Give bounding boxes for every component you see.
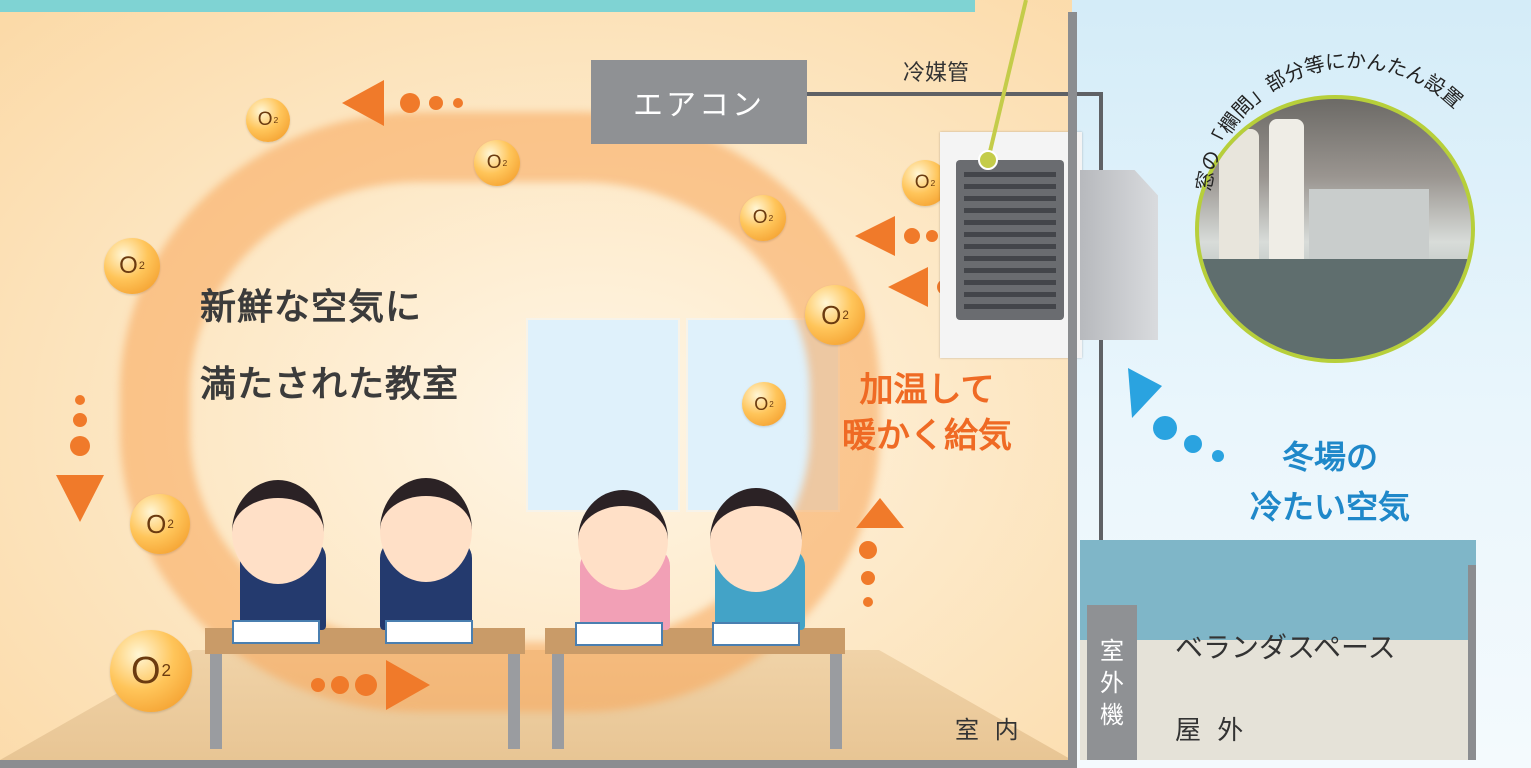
circulation-arrows [56,80,971,710]
room-heading-line1: 新鮮な空気に [200,287,423,328]
arrow-dot [863,597,873,607]
arrow-dot [331,676,349,694]
student-head [232,480,324,584]
cold-air-arrow [1128,368,1224,462]
warm-supply-label: 加温して 暖かく給気 [832,367,1022,459]
vent-outdoor-housing [1080,170,1158,340]
student-head [710,488,802,592]
vent-grille [956,160,1064,320]
notebook [712,622,800,646]
warm-supply-line1: 加温して [859,370,995,410]
notebook [575,622,663,646]
installation-photo [1195,95,1475,363]
arrow-down-left [56,475,104,522]
balcony-parapet [1080,540,1476,640]
arrow-dot [859,541,877,559]
outdoors-label: 屋 外 [1175,716,1248,746]
indoors-label: 室 内 [955,716,1023,744]
top-accent-bar [0,0,975,12]
svg-text:窓の「欄間」部分等にかんたん設置: 窓の「欄間」部分等にかんたん設置 [1192,48,1468,192]
cold-air-line1: 冬場の [1281,438,1378,476]
floor-line [0,760,1072,768]
cold-air-line2: 冷たい空気 [1249,488,1410,526]
arrow-right-bottom [386,660,430,710]
arrow-dot [429,96,443,110]
arrow-dot [453,98,463,108]
arrow-dot [75,395,85,405]
student-head [380,478,472,582]
arrow-dot [355,674,377,696]
arrow-left-top [342,80,384,126]
balcony-post [1468,565,1476,760]
arrow-dot [904,228,920,244]
arrow-dot [70,436,90,456]
install-note-text: 窓の「欄間」部分等にかんたん設置 [1192,48,1468,192]
veranda-label: ベランダスペース [1175,631,1396,664]
room-heading-line2: 満たされた教室 [200,364,460,405]
outdoor-unit: 室 外 機 [1087,605,1137,760]
refrigerant-pipe-label: 冷媒管 [903,61,970,86]
cold-air-label: 冬場の 冷たい空気 [1245,432,1415,532]
arrow-dot [73,413,87,427]
leader-line [978,0,1028,170]
refrigerant-pipe [807,92,1103,96]
arrow-dot [926,230,938,242]
arrow-dot [400,93,420,113]
notebook [385,620,473,644]
warm-supply-line2: 暖かく給気 [842,416,1012,456]
arrow-supply-upper [855,216,895,256]
arrow-supply-lower [888,267,928,307]
exterior-wall [1068,12,1077,768]
arrow-dot [311,678,325,692]
notebook [232,620,320,644]
refrigerant-pipe-vertical [1099,92,1103,607]
arrow-dot [861,571,875,585]
install-note-caption: 窓の「欄間」部分等にかんたん設置 [1192,48,1468,192]
student-head [578,490,668,590]
aircon-unit: エアコン [591,60,807,144]
arrow-up-right [856,498,904,528]
